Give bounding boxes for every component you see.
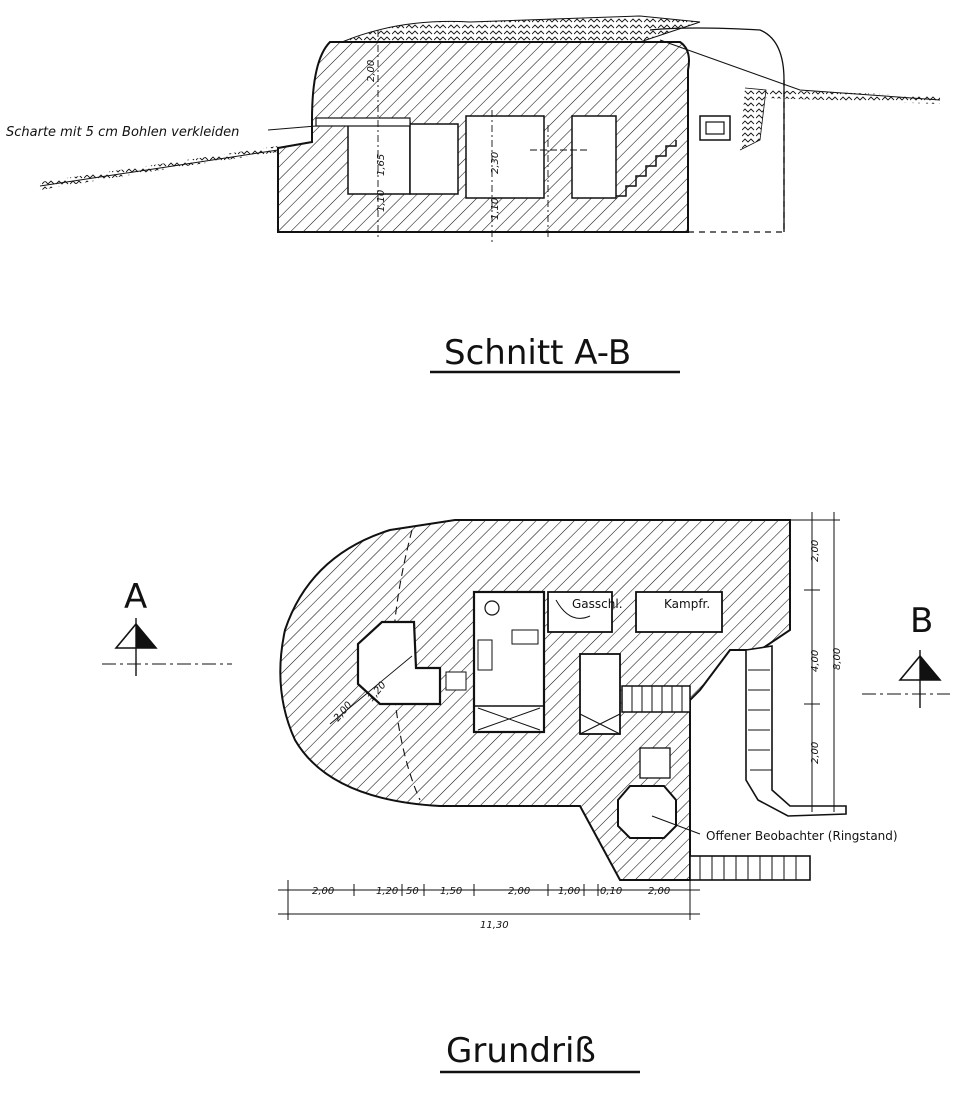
embrasure: [315, 117, 411, 127]
dim-bottom-3: 50: [406, 886, 419, 897]
corridor-room: [579, 653, 621, 735]
dim-right-3: 2,00: [810, 742, 821, 764]
dim-bottom-1: 2,00: [312, 886, 334, 897]
plan-title: Grundriß: [446, 1031, 596, 1071]
section-view: Scharte mit 5 cm Bohlen verkleiden 2,00 …: [6, 15, 941, 374]
kampfraum-label: Kampfr.: [664, 597, 710, 611]
periscope-box: [699, 115, 731, 141]
earth-cover: [341, 15, 701, 43]
marker-b-symbol: [898, 650, 942, 708]
dim-bottom-total: 11,30: [480, 920, 509, 931]
dim-right-total: 8,00: [832, 648, 843, 670]
section-room-3: [465, 115, 545, 199]
plan-stairs: [621, 685, 691, 713]
embrasure-annotation: Scharte mit 5 cm Bohlen verkleiden: [6, 125, 239, 140]
dim-bottom-2: 1,20: [376, 886, 398, 897]
dim-right-1: 2,00: [810, 540, 821, 562]
bottom-trench: [689, 855, 811, 881]
observer-ringstand: [617, 785, 677, 839]
section-stairs: [616, 140, 677, 197]
trench: [745, 645, 847, 817]
marker-a-symbol: [114, 618, 158, 676]
plan-view: Gasschl. Kampfr.: [102, 512, 950, 1074]
section-title: Schnitt A-B: [444, 333, 631, 373]
kampfraum-room: [635, 591, 723, 633]
section-room-2: [409, 123, 459, 195]
gasschleuse-label: Gasschl.: [572, 597, 623, 611]
section-room-4: [571, 115, 617, 199]
dim-right-2: 4,00: [810, 650, 821, 672]
section-dim-4: 2,30: [490, 152, 501, 174]
section-dim-1: 2,00: [366, 60, 377, 82]
dim-bottom-7: 0,10: [600, 886, 622, 897]
section-roof-right: [649, 27, 785, 232]
observer-label: Offener Beobachter (Ringstand): [706, 829, 898, 843]
dim-bottom-6: 1,00: [558, 886, 580, 897]
section-dim-2: 1,65: [376, 154, 387, 176]
gasschleuse-room: [547, 591, 613, 633]
ground-line-right: [659, 39, 941, 101]
marker-b-label: B: [910, 601, 933, 641]
section-dim-3: 1,10: [376, 190, 387, 212]
dim-bottom-8: 2,00: [648, 886, 670, 897]
dim-bottom-5: 2,00: [508, 886, 530, 897]
section-dim-5: 1,10: [490, 198, 501, 220]
marker-a-label: A: [124, 577, 147, 617]
dim-bottom-4: 1,50: [440, 886, 462, 897]
